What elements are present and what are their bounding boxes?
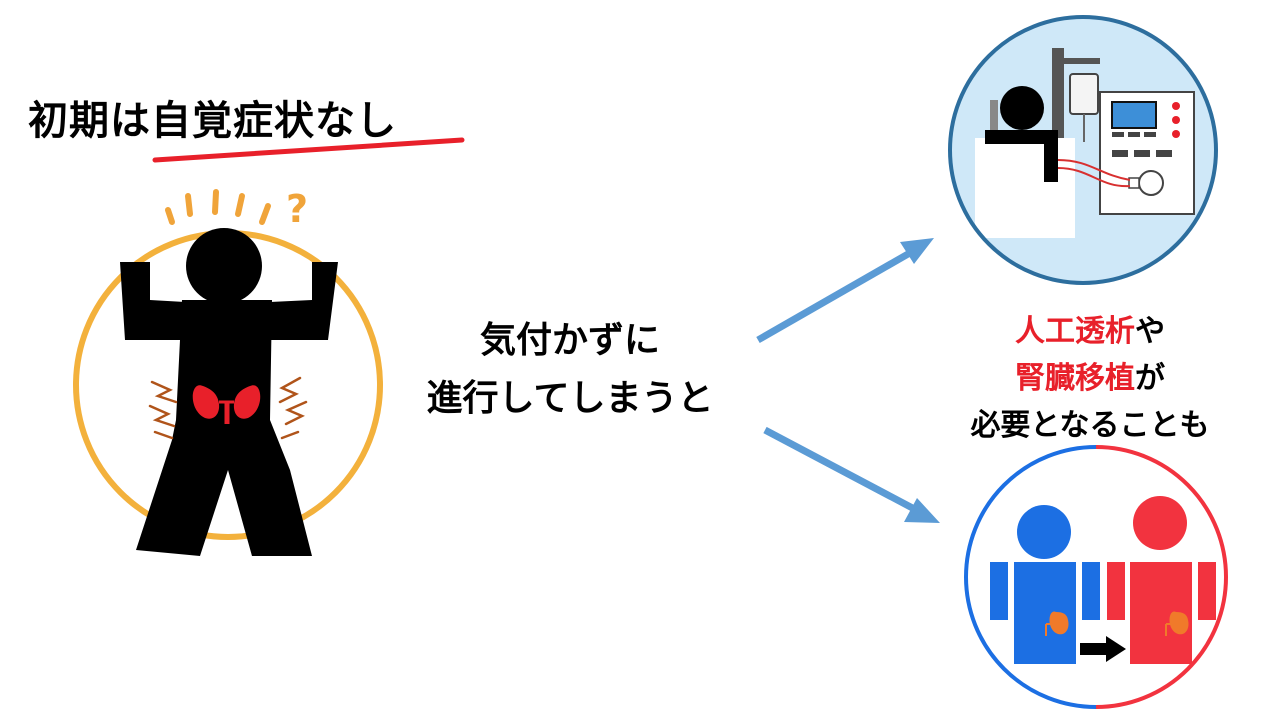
- right-text-line1: 人工透析や: [945, 308, 1235, 355]
- kidney-icon: [192, 385, 261, 424]
- arrow-icon-up: [756, 238, 934, 344]
- alert-lines: [165, 189, 271, 225]
- right-text-line3: 必要となることも: [970, 408, 1210, 443]
- right-text: 人工透析や 腎臓移植が 必要となることも: [945, 308, 1235, 449]
- transplant-label: 腎臓移植: [1015, 361, 1135, 396]
- page-title: 初期は自覚症状なし: [28, 98, 397, 144]
- transplant-icon: [964, 445, 1228, 709]
- arrow-icon-down: [763, 426, 940, 523]
- right-text-suffix1: や: [1135, 314, 1165, 349]
- center-text-line2: 進行してしまうと: [426, 378, 714, 419]
- right-text-line2: 腎臓移植が: [945, 355, 1235, 402]
- title-underline: [152, 137, 465, 163]
- center-text-line1: 気付かずに: [479, 320, 660, 361]
- center-text: 気付かずに 進行してしまうと: [400, 312, 740, 428]
- dialysis-machine-icon: [948, 15, 1218, 285]
- person-pain-icon: ?: [73, 187, 383, 556]
- pain-lines: [148, 376, 308, 440]
- right-text-suffix2: が: [1135, 361, 1165, 396]
- dialysis-label: 人工透析: [1015, 314, 1135, 349]
- question-mark: ?: [286, 187, 308, 231]
